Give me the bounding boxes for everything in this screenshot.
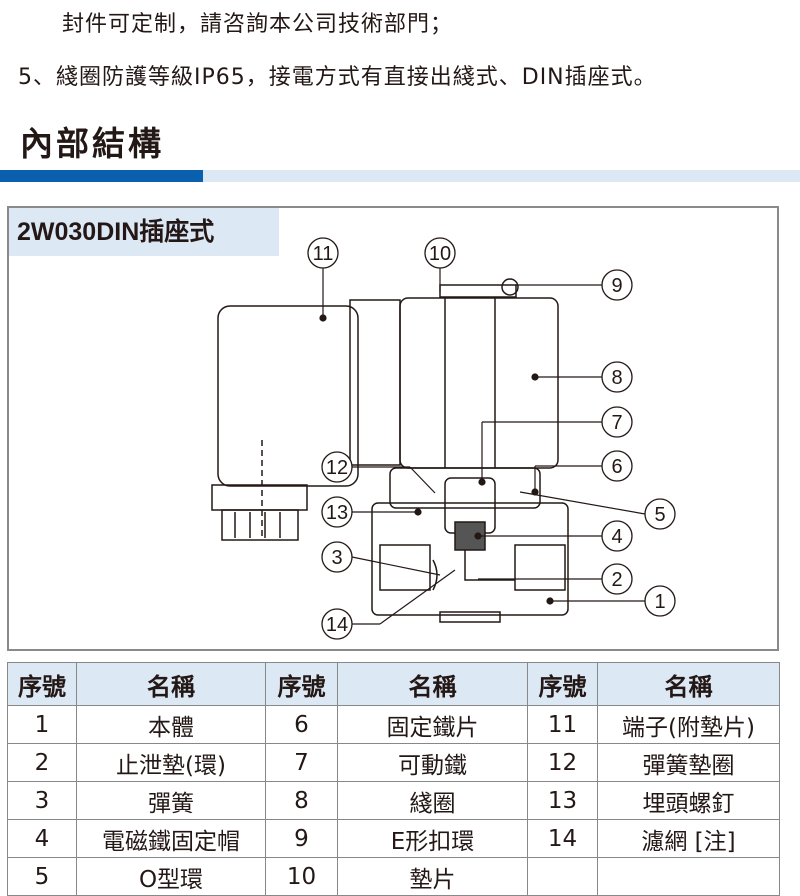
header-no: 序號 xyxy=(7,662,77,706)
din-connector xyxy=(217,305,359,487)
header-name: 名稱 xyxy=(337,662,528,706)
part-name-cell: 電磁鐵固定帽 xyxy=(76,819,266,858)
callout-12: 12 xyxy=(321,451,353,483)
part-name-cell: 止泄墊(環) xyxy=(76,743,266,782)
svg-text:1: 1 xyxy=(654,591,665,613)
section-title: 內部結構 xyxy=(20,124,164,163)
part-number-cell: 3 xyxy=(7,781,77,820)
part-name-cell xyxy=(597,857,780,896)
callout-9: 9 xyxy=(601,269,633,301)
svg-text:10: 10 xyxy=(429,243,451,265)
header-no: 序號 xyxy=(265,662,338,706)
diagram-label: 2W030DIN插座式 xyxy=(9,208,279,256)
callout-4: 4 xyxy=(601,520,633,552)
callout-10: 10 xyxy=(424,237,456,269)
callout-14: 14 xyxy=(321,608,353,640)
title-underline-accent xyxy=(0,170,203,182)
table-header-row: 序號 名稱 序號 名稱 序號 名稱 xyxy=(7,662,780,706)
part-name-cell: E形扣環 xyxy=(337,819,528,858)
part-number-cell: 6 xyxy=(265,705,338,744)
part-name-cell: 端子(附墊片) xyxy=(597,705,780,744)
svg-text:4: 4 xyxy=(611,526,622,548)
part-name-cell: 彈簧墊圈 xyxy=(597,743,780,782)
part-name-cell: 埋頭螺釘 xyxy=(597,781,780,820)
part-number-cell: 8 xyxy=(265,781,338,820)
svg-text:2: 2 xyxy=(611,569,622,591)
part-number-cell: 4 xyxy=(7,819,77,858)
part-number-cell: 7 xyxy=(265,743,338,782)
callout-2: 2 xyxy=(601,563,633,595)
callout-5: 5 xyxy=(644,498,676,530)
header-name: 名稱 xyxy=(76,662,266,706)
callout-11: 11 xyxy=(307,237,339,269)
svg-text:8: 8 xyxy=(611,367,622,389)
header-no: 序號 xyxy=(527,662,598,706)
callout-8: 8 xyxy=(601,361,633,393)
part-name-cell: 墊片 xyxy=(337,857,528,896)
part-name-cell: 本體 xyxy=(76,705,266,744)
part-name-cell: 可動鐵 xyxy=(337,743,528,782)
valve-body xyxy=(371,502,569,616)
part-number-cell: 1 xyxy=(7,705,77,744)
spec-line-2: 5、綫圈防護等級IP65，接電方式有直接出綫式、DIN插座式。 xyxy=(18,65,657,90)
part-number-cell: 5 xyxy=(7,857,77,896)
part-name-cell: 濾網 [注] xyxy=(597,819,780,858)
svg-text:6: 6 xyxy=(611,456,622,478)
part-name-cell: 固定鐵片 xyxy=(337,705,528,744)
callout-6: 6 xyxy=(601,450,633,482)
header-name: 名稱 xyxy=(597,662,780,706)
part-name-cell: O型環 xyxy=(76,857,266,896)
svg-text:14: 14 xyxy=(326,614,348,636)
part-number-cell: 11 xyxy=(527,705,598,744)
part-number-cell: 10 xyxy=(265,857,338,896)
svg-text:5: 5 xyxy=(654,504,665,526)
part-number-cell xyxy=(527,857,598,896)
callout-7: 7 xyxy=(601,406,633,438)
part-name-cell: 綫圈 xyxy=(337,781,528,820)
svg-text:7: 7 xyxy=(611,412,622,434)
part-number-cell: 14 xyxy=(527,819,598,858)
part-name-cell: 彈簧 xyxy=(76,781,266,820)
coil xyxy=(399,297,559,469)
svg-text:11: 11 xyxy=(313,243,334,265)
svg-text:12: 12 xyxy=(326,457,348,479)
part-number-cell: 2 xyxy=(7,743,77,782)
part-number-cell: 13 xyxy=(527,781,598,820)
callout-1: 1 xyxy=(644,585,676,617)
svg-text:3: 3 xyxy=(331,547,342,569)
part-number-cell: 9 xyxy=(265,819,338,858)
callout-13: 13 xyxy=(321,496,353,528)
svg-text:13: 13 xyxy=(326,502,348,524)
part-number-cell: 12 xyxy=(527,743,598,782)
cable-gland xyxy=(221,509,299,541)
title-underline xyxy=(203,170,800,182)
spec-line-1: 封件可定制，請咨詢本公司技術部門； xyxy=(62,12,454,37)
svg-text:9: 9 xyxy=(611,275,622,297)
diagram-frame xyxy=(7,206,779,651)
callout-3: 3 xyxy=(321,541,353,573)
